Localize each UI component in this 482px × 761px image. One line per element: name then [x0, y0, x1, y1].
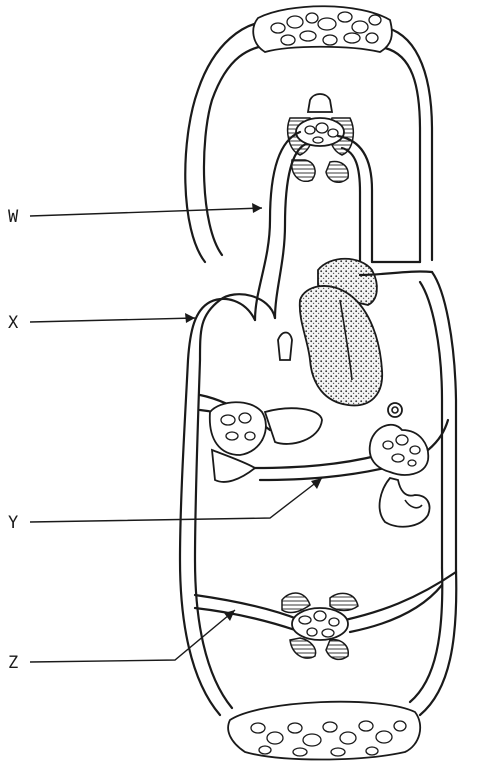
label-y-group: Y: [8, 478, 322, 533]
liver-region: [370, 403, 448, 527]
heart: [278, 259, 382, 406]
arrowhead-y: [311, 478, 322, 489]
upper-capillary-bed: [253, 6, 392, 52]
aorta: [420, 272, 456, 570]
pointer-w: [30, 208, 262, 216]
pointer-y: [30, 478, 322, 522]
pointer-z: [30, 610, 235, 662]
label-z: Z: [8, 653, 18, 673]
label-w-group: W: [8, 203, 262, 227]
vessel-x: [180, 294, 275, 715]
label-x-group: X: [8, 313, 195, 333]
pointer-x: [30, 318, 195, 322]
gut-region: [200, 395, 385, 482]
arrowhead-w: [252, 203, 262, 213]
lower-organ: [282, 593, 358, 659]
label-x: X: [8, 313, 19, 333]
label-y: Y: [8, 513, 18, 533]
label-w: W: [8, 207, 19, 227]
label-z-group: Z: [8, 610, 235, 673]
